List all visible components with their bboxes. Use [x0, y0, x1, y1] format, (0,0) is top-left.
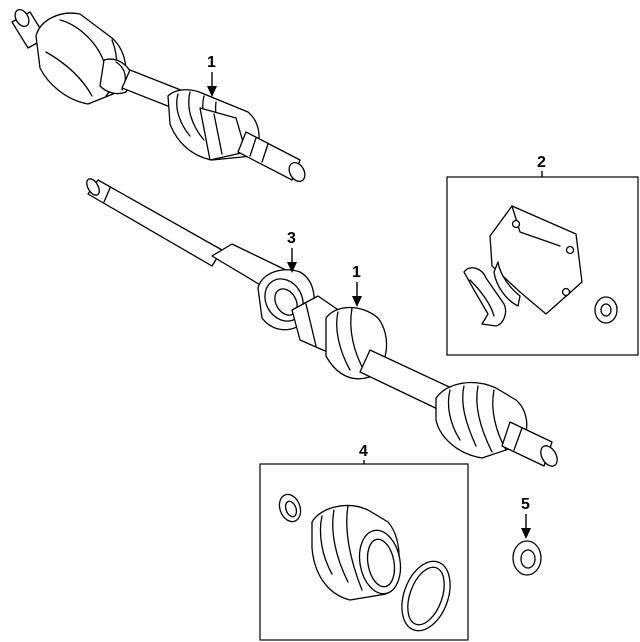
callout-1-upper: 1 [207, 54, 217, 97]
lower-drive-shaft [86, 178, 558, 467]
callout-1-lower-label: 1 [352, 264, 361, 281]
callout-4-label: 4 [359, 443, 368, 460]
callout-1-upper-label: 1 [207, 54, 216, 71]
callout-4: 4 [359, 443, 368, 464]
seal-part [512, 540, 542, 576]
boot-kit [278, 493, 451, 632]
callout-1-lower: 1 [352, 264, 362, 307]
callout-2-label: 2 [537, 154, 546, 171]
callout-3-label: 3 [287, 230, 296, 247]
callout-3: 3 [287, 230, 297, 273]
callout-5-label: 5 [521, 496, 530, 513]
callout-5: 5 [521, 496, 531, 539]
upper-drive-shaft [11, 8, 306, 182]
callout-2: 2 [537, 154, 546, 177]
support-bracket [463, 205, 618, 327]
